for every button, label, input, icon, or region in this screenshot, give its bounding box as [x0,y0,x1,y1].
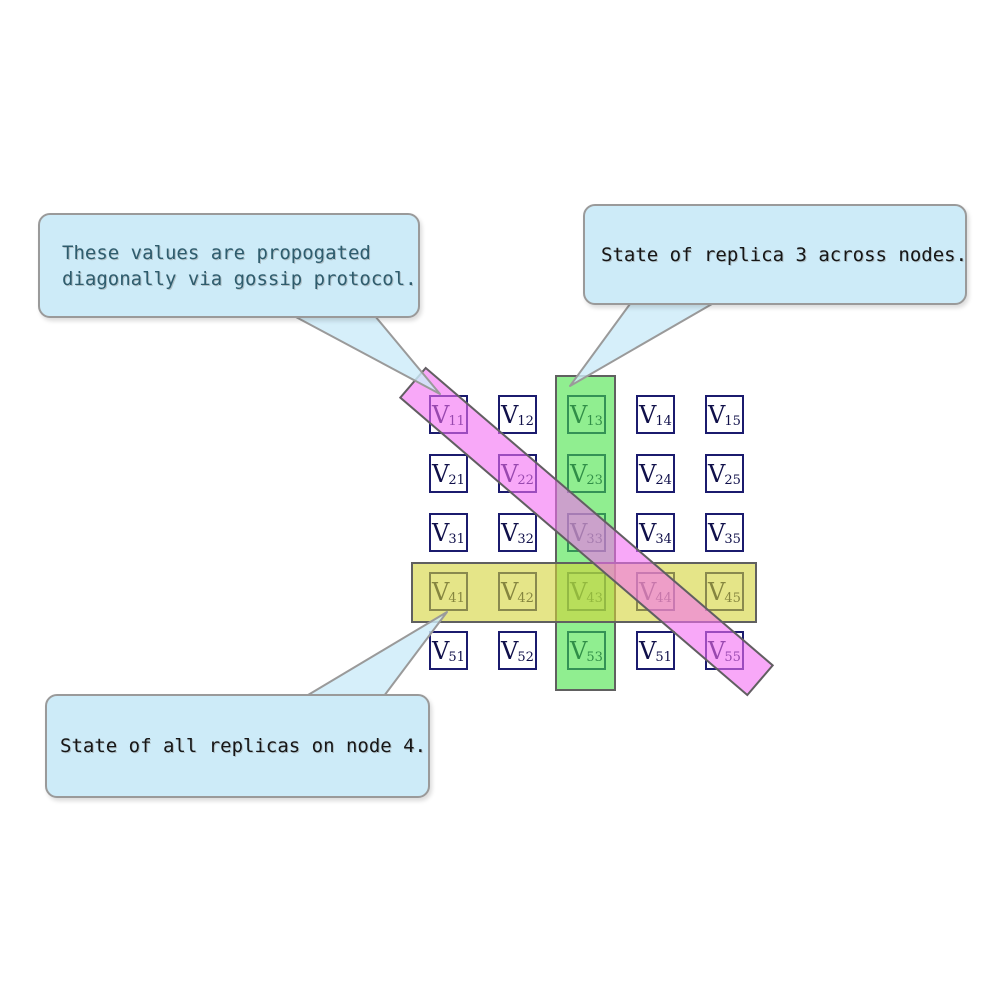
node-callout-text: State of all replicas on node 4. [60,735,427,757]
gossip-callout: These values are propogated diagonally v… [38,213,420,318]
node-callout: State of all replicas on node 4. [45,694,430,798]
replica-callout-text: State of replica 3 across nodes. [601,243,968,266]
node-callout-tail [302,611,448,699]
gossip-callout-line-2: diagonally via gossip protocol. [62,267,417,290]
gossip-callout-line-1: These values are propogated [62,241,371,264]
replica-callout-tail [569,303,713,387]
replica-callout: State of replica 3 across nodes. [583,204,967,305]
